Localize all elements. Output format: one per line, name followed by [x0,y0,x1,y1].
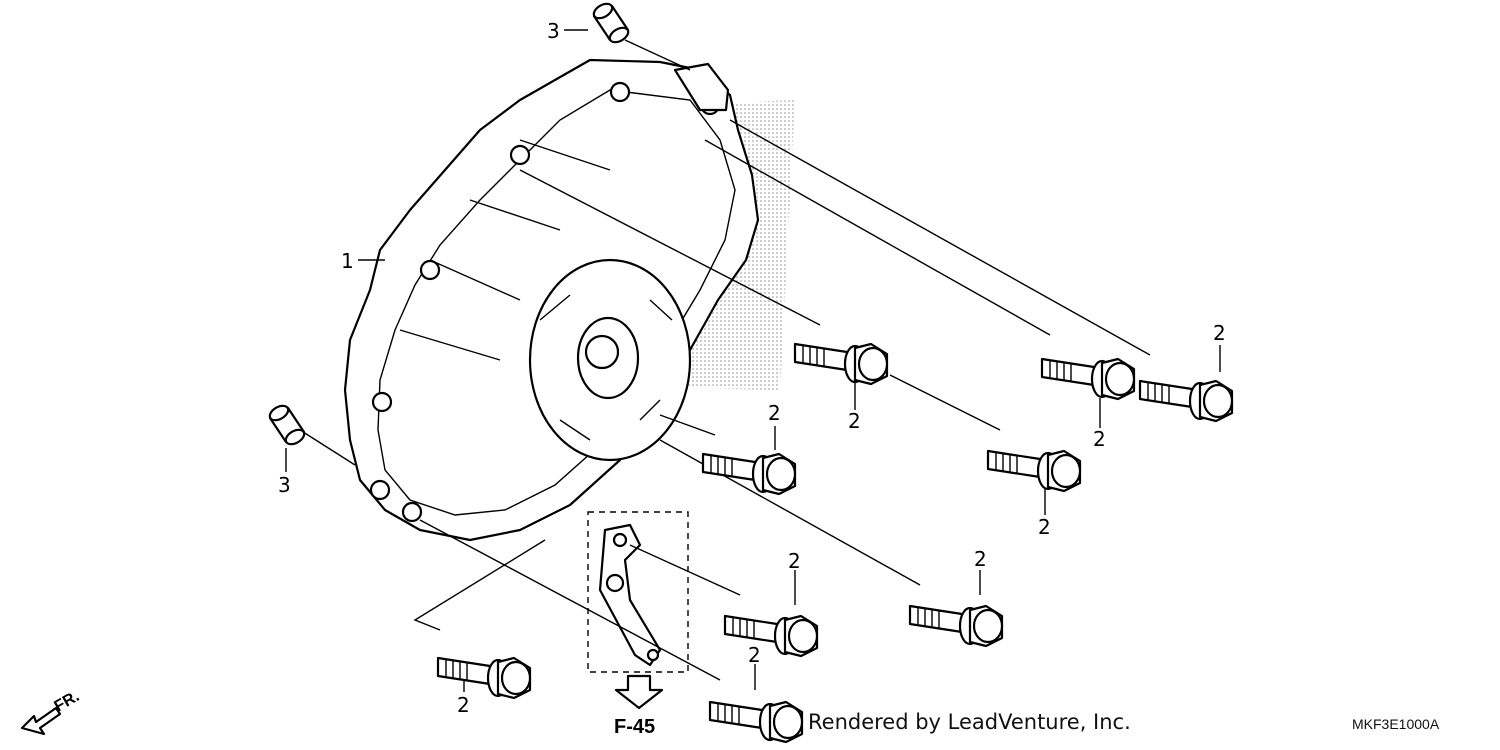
leader-lines [285,29,1221,692]
callout-bolt: 2 [457,693,470,717]
flange-bolt [908,604,1004,648]
flange-bolt [708,700,804,744]
flange-bolt [986,449,1082,493]
callout-cover: 1 [341,249,354,273]
flange-bolt [436,656,532,700]
flange-bolt [1138,379,1234,423]
callout-bolt: 2 [748,643,761,667]
diagram-code: MKF3E1000A [1352,716,1440,732]
bracket-plate [587,511,689,673]
reference-label: F-45 [614,716,655,738]
callout-bolt: 2 [974,547,987,571]
front-direction-arrow-icon: FR. [20,688,82,736]
flange-bolt [701,452,797,496]
callout-bolt: 2 [788,549,801,573]
reference-arrow [614,674,664,710]
dowel-pin-left [266,401,308,449]
flange-bolt [793,342,889,386]
render-credit: Rendered by LeadVenture, Inc. [808,710,1131,734]
dowel-pin-top [590,0,632,47]
callout-dowel-top: 3 [547,19,560,43]
callout-bolt: 2 [848,409,861,433]
callout-bolt: 2 [1093,427,1106,451]
callout-bolt: 2 [768,401,781,425]
generator-cover [343,58,760,542]
callout-bolt: 2 [1213,321,1226,345]
flange-bolt [1040,357,1136,401]
callout-bolt: 2 [1038,515,1051,539]
flange-bolt [723,614,819,658]
callout-dowel-left: 3 [278,473,291,497]
